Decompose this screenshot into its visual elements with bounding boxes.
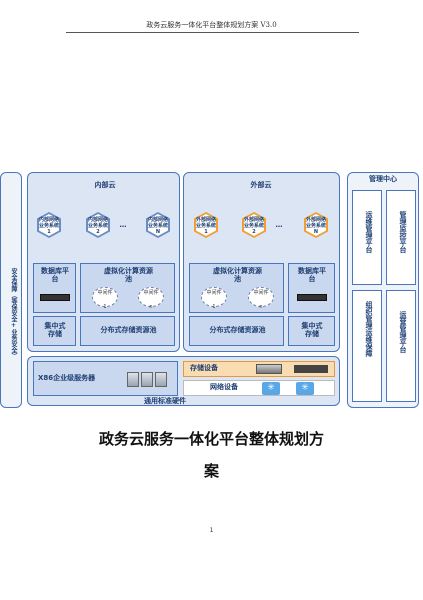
inner-db-platform: 数据库平台 [33,263,76,313]
inner-db-device-icon [40,294,70,301]
inner-system-1-num: 1 [47,228,51,235]
outer-system-n-num: N [313,228,319,235]
inner-mwn-num: n [149,304,153,310]
outer-dist-label: 分布式存储资源池 [209,326,266,334]
switch-icon-1: ✳ [262,382,280,395]
outer-virt-label: 虚拟化计算资源池 [213,267,262,283]
inner-dist-label: 分布式存储资源池 [100,326,157,334]
outer-system-1-l1: 外部网络 [195,217,216,223]
outer-storage-label: 集中式存储 [301,322,323,338]
network-device-label: 网络设备 [210,383,238,391]
page-header: 政务云服务一体化平台整体规划方案 V3.0 [146,21,277,29]
outer-dist-storage: 分布式存储资源池 [189,316,284,346]
doc-title-line2: 案 [203,462,219,480]
server-icon-1 [127,372,139,387]
inner-middleware-n: 中间件 n [138,287,164,310]
inner-mw1-num: 1 [103,304,107,310]
mgmt-operation-label: 运营管理平台 [399,311,407,353]
outer-system-1-l2: 业务系统 [195,222,216,229]
inner-virt-label: 虚拟化计算资源池 [104,267,153,283]
inner-ellipsis: … [119,221,127,229]
inner-system-2-l1: 内部网络 [87,217,108,223]
inner-system-n-l1: 内部网络 [147,217,168,223]
inner-db-label: 数据库平台 [41,267,69,283]
mgmt-org-label: 组织管理运维保障 [365,301,373,357]
inner-system-2-l2: 业务系统 [87,222,108,229]
header-rule [66,32,359,33]
inner-mw1-label: 中间件 [97,290,113,296]
mgmt-center-title: 管理中心 [369,175,397,183]
x86-server-block: X86企业级服务器 [33,361,178,396]
outer-ellipsis: … [275,221,283,229]
storage-array-icon [256,364,282,374]
inner-middleware-1: 中间件 1 [92,287,118,310]
inner-mwn-label: 中间件 [143,290,159,296]
inner-central-storage: 集中式存储 [33,316,76,346]
server-icon-2 [141,372,153,387]
outer-db-device-icon [297,294,327,301]
mgmt-ops-platform: 运维管理平台 [352,190,382,285]
mgmt-org-support: 组织管理运维保障 [352,290,382,402]
outer-middleware-n: 中间件 n [248,287,274,310]
network-device-row: 网络设备 ✳ ✳ [183,380,335,396]
inner-system-1-l2: 业务系统 [38,222,59,229]
storage-device-row: 存储设备 [183,361,335,377]
storage-rack-icon [294,365,328,373]
outer-mw1-label: 中间件 [206,290,222,296]
outer-db-platform: 数据库平台 [288,263,335,313]
outer-mwn-label: 中间件 [253,290,269,296]
inner-dist-storage: 分布式存储资源池 [80,316,175,346]
inner-system-2-num: 2 [96,228,100,235]
mgmt-ops-label: 运维管理平台 [365,211,373,253]
outer-system-n-l1: 外部网络 [305,217,326,223]
security-bar: 安全保障（等保安全+业务安全） [0,172,22,408]
outer-system-1-num: 1 [204,228,208,235]
mgmt-monitor-label: 管理监控平台 [399,211,407,253]
outer-central-storage: 集中式存储 [288,316,335,346]
outer-middleware-1: 中间件 1 [201,287,227,310]
server-icon-3 [155,372,167,387]
mgmt-operation-platform: 运营管理平台 [386,290,416,402]
storage-device-label: 存储设备 [190,364,218,372]
outer-system-2-l1: 外部网络 [243,217,264,223]
outer-mw1-num: 1 [212,304,216,310]
outer-mwn-num: n [259,304,263,310]
hardware-caption: 通用标准硬件 [144,397,186,405]
outer-system-n-l2: 业务系统 [305,222,326,229]
inner-storage-label: 集中式存储 [44,322,66,338]
switch-icon-2: ✳ [296,382,314,395]
outer-system-2-num: 2 [252,228,256,235]
inner-system-n-l2: 业务系统 [147,222,168,229]
inner-system-1-l1: 内部网络 [38,217,59,223]
outer-system-2-l2: 业务系统 [243,222,264,229]
mgmt-monitor-platform: 管理监控平台 [386,190,416,285]
inner-system-n-num: N [155,228,161,235]
security-bar-label: 安全保障（等保安全+业务安全） [10,267,17,359]
doc-title-line1: 政务云服务一体化平台整体规划方 [98,430,324,448]
page-number: 1 [209,527,214,534]
outer-db-label: 数据库平台 [298,267,326,283]
outer-cloud-label: 外部云 [250,181,272,189]
x86-label: X86企业级服务器 [38,374,96,382]
inner-cloud-label: 内部云 [94,181,116,189]
